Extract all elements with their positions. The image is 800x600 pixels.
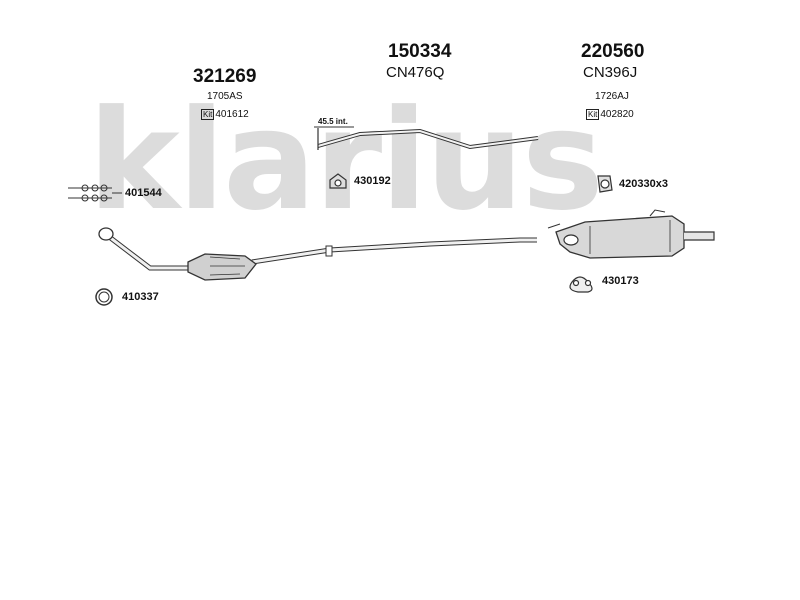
rubber-mount-icon <box>329 173 347 189</box>
reference-1726aj: 1726AJ <box>595 91 629 102</box>
ring-gasket-icon <box>95 288 113 306</box>
brand-watermark: klarius <box>88 80 604 241</box>
reference-1705as: 1705AS <box>207 91 243 102</box>
reference-cn476q: CN476Q <box>386 64 445 81</box>
hanger-strap-icon <box>569 276 593 293</box>
fitting-code-430192: 430192 <box>354 175 391 187</box>
kit-401612: Kit 401612 <box>201 109 249 120</box>
fitting-code-401544: 401544 <box>125 187 162 199</box>
reference-cn396j: CN396J <box>583 64 638 81</box>
part-number-150334: 150334 <box>388 41 452 62</box>
fitting-code-410337: 410337 <box>122 291 159 303</box>
part-number-321269: 321269 <box>193 66 257 87</box>
kit-number: 402820 <box>600 109 634 120</box>
clamp-icon <box>597 175 613 193</box>
kit-number: 401612 <box>215 109 249 120</box>
kit-badge: Kit <box>201 109 215 120</box>
pipe-diameter-note: 45.5 int. <box>318 117 348 126</box>
fitting-code-430173: 430173 <box>602 275 639 287</box>
rear-silencer-drawing <box>547 209 715 259</box>
fitting-code-420330x3: 420330x3 <box>619 178 668 190</box>
bolt-set-icon <box>68 184 122 202</box>
kit-402820: Kit 402820 <box>586 109 634 120</box>
front-pipe-catalyst-drawing <box>98 227 537 281</box>
kit-badge: Kit <box>586 109 600 120</box>
intermediate-pipe-drawing <box>314 126 539 150</box>
part-number-220560: 220560 <box>581 41 645 62</box>
